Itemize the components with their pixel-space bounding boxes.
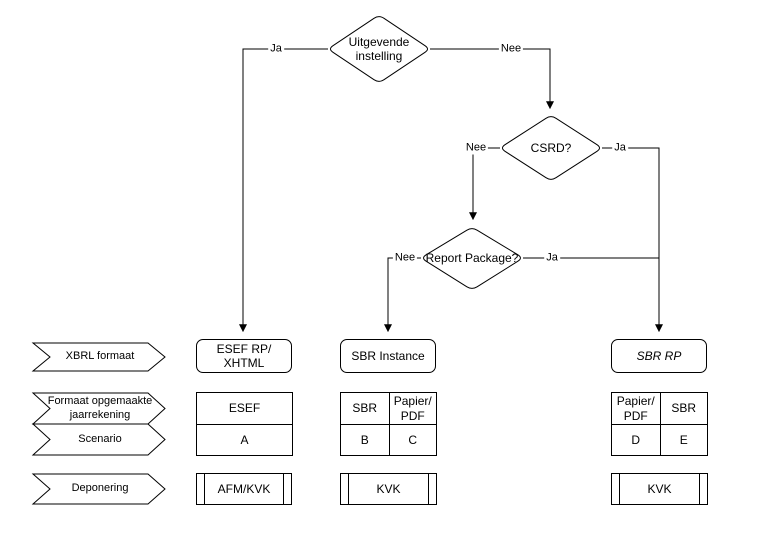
edge-label-report-package-ja: Ja — [544, 251, 560, 265]
process-box-kvk-sbr-rp-label: KVK — [647, 482, 672, 496]
process-bar-right — [699, 474, 700, 504]
process-bar-right — [283, 474, 284, 504]
format-box-sbr-instance: SBR Instance — [340, 339, 436, 373]
connector-csrd-nee — [469, 147, 500, 221]
table-sbr-instance: SBR Papier/ PDF B C — [340, 392, 437, 456]
row-label-xbrl-formaat: XBRL formaat — [65, 350, 135, 363]
process-bar-left — [619, 474, 620, 504]
edge-label-issuer-nee: Nee — [498, 42, 524, 56]
process-box-kvk-sbr-instance-label: KVK — [376, 482, 401, 496]
table-cell-sbr-instance-scenario-right: C — [388, 424, 436, 455]
table-cell-esef-scenario: A — [197, 424, 292, 455]
table-cell-esef-formaat: ESEF — [228, 401, 261, 416]
format-box-esef-rp-xhtml: ESEF RP/ XHTML — [196, 339, 292, 373]
connector-report-package-nee — [384, 257, 421, 333]
process-box-afm-kvk: AFM/KVK — [196, 473, 292, 505]
connector-issuer-nee — [430, 48, 554, 110]
connector-issuer-ja — [239, 48, 328, 333]
format-box-sbr-rp: SBR RP — [611, 339, 707, 373]
decision-uitgevende-instelling-shape — [330, 16, 428, 82]
process-bar-right — [428, 474, 429, 504]
decision-report-package-shape — [423, 228, 521, 289]
connector-csrd-ja — [602, 147, 663, 333]
decision-report-package-label: Report Package? — [425, 251, 519, 266]
row-label-formaat-opgemaakte: Formaat opgemaakte jaarrekening — [47, 395, 153, 421]
table-cell-sbr-instance-formaat-right: Papier/ PDF — [388, 393, 437, 424]
decision-csrd-label: CSRD? — [530, 140, 572, 155]
process-bar-left — [348, 474, 349, 504]
edge-label-csrd-nee: Nee — [463, 141, 489, 155]
process-bar-left — [204, 474, 205, 504]
chevron-xbrl-formaat-shape — [31, 342, 166, 372]
table-cell-sbr-instance-scenario-left: B — [341, 424, 389, 455]
chevron-deponering-shape — [31, 473, 166, 505]
process-box-afm-kvk-label: AFM/KVK — [217, 482, 271, 496]
table-cell-sbr-rp-formaat-left: Papier/ PDF — [616, 394, 655, 423]
process-box-kvk-sbr-instance: KVK — [340, 473, 437, 505]
decision-uitgevende-instelling-label: Uitgevende instelling — [348, 34, 410, 63]
chevron-scenario-shape — [31, 423, 166, 456]
table-cell-sbr-instance-formaat-left: SBR — [352, 401, 378, 416]
edge-label-report-package-nee: Nee — [392, 251, 418, 265]
table-cell-sbr-rp-scenario-left: D — [612, 424, 660, 455]
table-cell-sbr-rp-scenario-right: E — [659, 424, 707, 455]
table-sbr-rp: Papier/ PDF SBR D E — [611, 392, 708, 456]
decision-csrd-shape — [502, 116, 600, 180]
edge-label-issuer-ja: Ja — [268, 42, 284, 56]
edge-label-csrd-ja: Ja — [612, 141, 628, 155]
process-box-kvk-sbr-rp: KVK — [611, 473, 708, 505]
table-cell-sbr-rp-formaat-right: SBR — [659, 393, 708, 424]
table-esef: ESEF A — [196, 392, 293, 456]
row-label-deponering: Deponering — [71, 482, 129, 495]
row-label-scenario: Scenario — [78, 432, 122, 445]
